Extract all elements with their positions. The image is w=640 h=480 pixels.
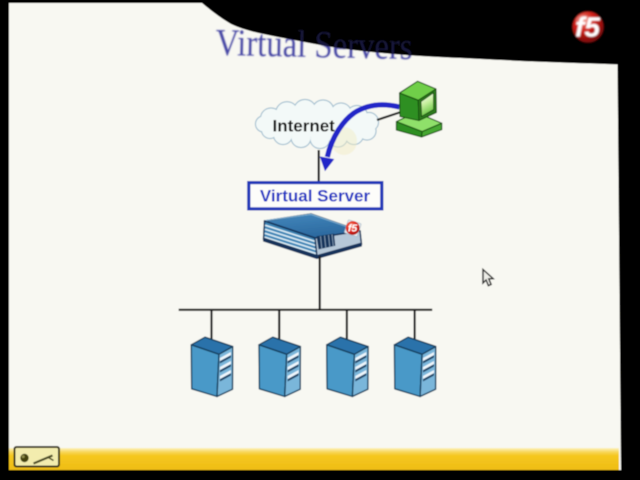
svg-text:f5: f5 [348,223,357,235]
svg-text:f5: f5 [575,12,600,43]
svg-text:Internet: Internet [273,117,336,136]
svg-text:Virtual Server: Virtual Server [260,187,371,206]
